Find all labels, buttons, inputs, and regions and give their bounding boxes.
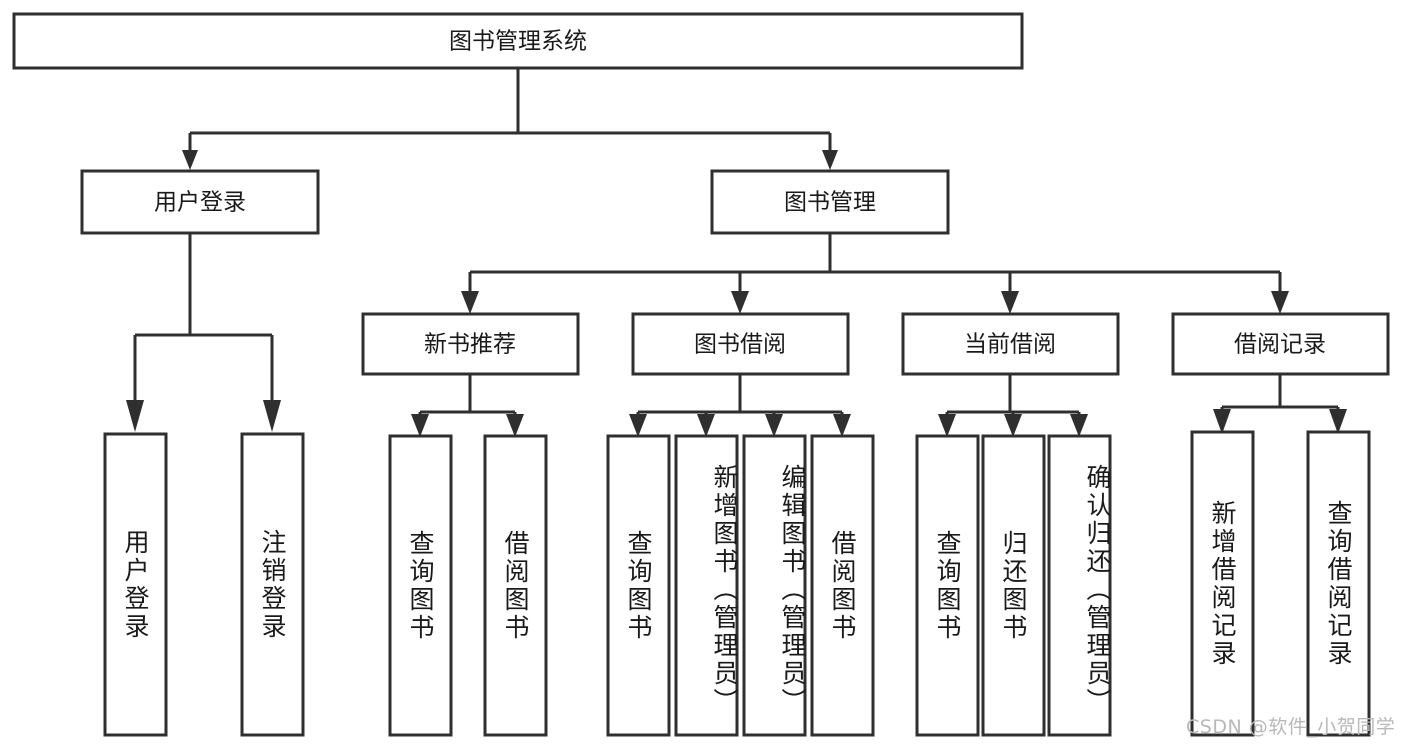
arrow-bb-leaf2 xyxy=(697,414,715,437)
arrow-nb-leaf1 xyxy=(411,414,429,437)
node-user-login-label: 用户登录 xyxy=(154,190,246,216)
node-borrow-record[interactable]: 借阅记录 xyxy=(1171,312,1390,376)
arrow-to-user-login xyxy=(182,150,198,170)
arrow-br-leaf2 xyxy=(1329,409,1347,434)
leaf-box-user-login-1[interactable] xyxy=(240,432,305,737)
leaf-box-book-borrow-1[interactable] xyxy=(674,434,739,737)
leaf-box-new-book-1[interactable] xyxy=(483,434,548,737)
node-book-manage-label: 图书管理 xyxy=(784,190,876,216)
leaf-box-book-borrow-2[interactable] xyxy=(742,434,807,737)
leaf-box-current-borrow-1[interactable] xyxy=(981,434,1046,737)
leaf-box-book-borrow-3[interactable] xyxy=(810,434,875,737)
node-borrow-record-box[interactable] xyxy=(1171,312,1390,376)
leaf-box-current-borrow-2[interactable] xyxy=(1047,434,1112,737)
node-book-manage-box[interactable] xyxy=(710,169,950,235)
leaf-box-user-login-0[interactable] xyxy=(103,432,168,737)
arrow-to-book-manage xyxy=(822,150,838,170)
leaf-box-book-borrow-0[interactable] xyxy=(606,434,671,737)
arrow-ul-leaf1 xyxy=(126,400,144,432)
arrow-to-current-borrow xyxy=(1001,291,1019,314)
arrow-cb-leaf3 xyxy=(1070,414,1088,437)
node-new-book[interactable]: 新书推荐 xyxy=(361,312,580,376)
node-root-box[interactable] xyxy=(12,12,1024,70)
node-root-label: 图书管理系统 xyxy=(449,29,587,55)
node-book-manage[interactable]: 图书管理 xyxy=(710,169,950,235)
node-current-borrow-box[interactable] xyxy=(901,312,1120,376)
leaf-box-borrow-record-1[interactable] xyxy=(1306,430,1371,737)
arrow-br-leaf1 xyxy=(1213,409,1231,434)
node-root[interactable]: 图书管理系统 xyxy=(12,12,1024,70)
arrow-ul-leaf2 xyxy=(263,400,281,432)
arrow-cb-leaf1 xyxy=(938,414,956,437)
arrow-bb-leaf3 xyxy=(765,414,783,437)
arrow-cb-leaf2 xyxy=(1004,414,1022,437)
leaf-box-borrow-record-0[interactable] xyxy=(1190,430,1255,737)
node-user-login[interactable]: 用户登录 xyxy=(80,169,320,235)
leaf-box-current-borrow-0[interactable] xyxy=(915,434,980,737)
node-current-borrow-label: 当前借阅 xyxy=(964,332,1056,358)
node-user-login-box[interactable] xyxy=(80,169,320,235)
arrow-to-book-borrow xyxy=(731,291,749,314)
node-book-borrow-label: 图书借阅 xyxy=(694,332,786,358)
node-book-borrow-box[interactable] xyxy=(631,312,850,376)
node-new-book-box[interactable] xyxy=(361,312,580,376)
leaf-box-new-book-0[interactable] xyxy=(388,434,453,737)
connector-group xyxy=(126,69,1347,437)
node-book-borrow[interactable]: 图书借阅 xyxy=(631,312,850,376)
arrow-to-new-book xyxy=(461,291,479,314)
arrow-bb-leaf4 xyxy=(833,414,851,437)
csdn-watermark: CSDN @软件_小贺同学 xyxy=(1186,716,1396,738)
node-new-book-label: 新书推荐 xyxy=(424,332,516,358)
node-borrow-record-label: 借阅记录 xyxy=(1234,332,1326,358)
arrow-nb-leaf2 xyxy=(506,414,524,437)
node-current-borrow[interactable]: 当前借阅 xyxy=(901,312,1120,376)
arrow-bb-leaf1 xyxy=(629,414,647,437)
arrow-to-borrow-record xyxy=(1271,291,1289,314)
